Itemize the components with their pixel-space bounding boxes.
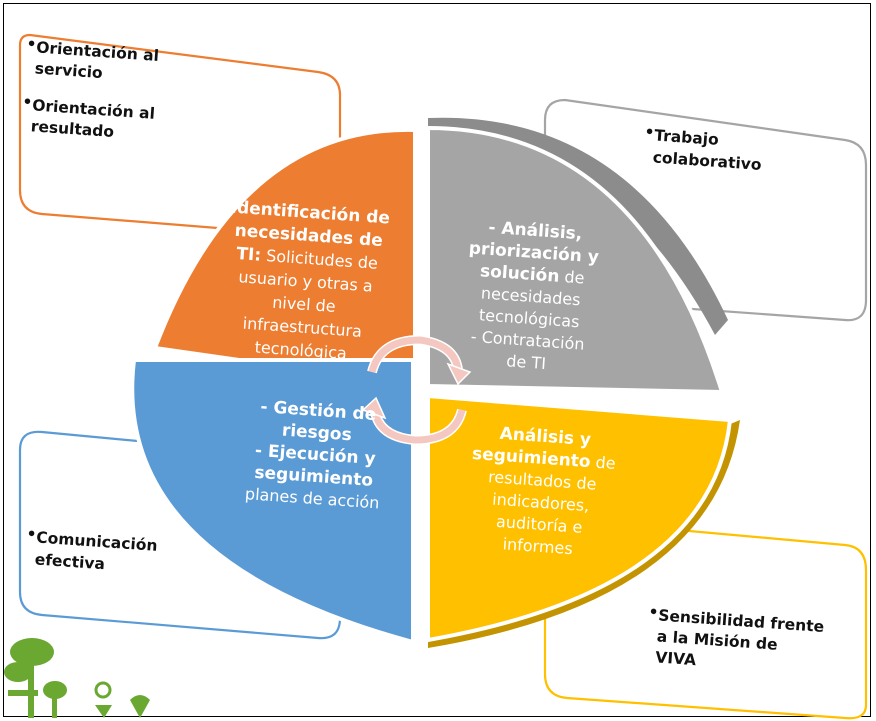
segment-line-regular: nivel de	[272, 293, 337, 316]
segment-top-left	[152, 127, 417, 388]
corner-item-line: VIVA	[655, 648, 697, 669]
corner-item-line: resultado	[30, 117, 114, 141]
corner-item-line: servicio	[34, 59, 103, 82]
corner-item-line: Trabajo	[654, 126, 720, 148]
tree-logo-icon	[4, 638, 150, 718]
segment-line-bold: TI:	[236, 244, 262, 266]
depth-top-right	[428, 117, 728, 335]
segment-bottom-left	[130, 358, 415, 645]
segment-line-regular: de TI	[506, 351, 547, 373]
segment-line-bold: riesgos	[281, 421, 352, 446]
segment-line: nivel de	[272, 293, 337, 316]
segment-line: solución de	[479, 261, 585, 288]
corner-item-line: efectiva	[34, 550, 105, 573]
bullet-icon: •	[26, 525, 37, 544]
diagram-frame	[3, 3, 871, 717]
segment-top-right	[426, 125, 725, 395]
bullet-icon: •	[648, 603, 659, 622]
segment-line-regular: de	[590, 452, 616, 473]
segment-line: riesgos	[281, 421, 352, 446]
segment-line-regular: informes	[502, 534, 573, 558]
segment-line: informes	[502, 534, 573, 558]
segment-line: de TI	[506, 351, 547, 373]
cycle-arrows-icon	[361, 334, 472, 446]
segment-line-regular: de	[559, 267, 585, 288]
bullet-icon: •	[22, 93, 33, 112]
segment-bottom-right	[426, 393, 733, 643]
bullet-icon: •	[26, 35, 37, 54]
bullet-icon: •	[644, 123, 655, 142]
